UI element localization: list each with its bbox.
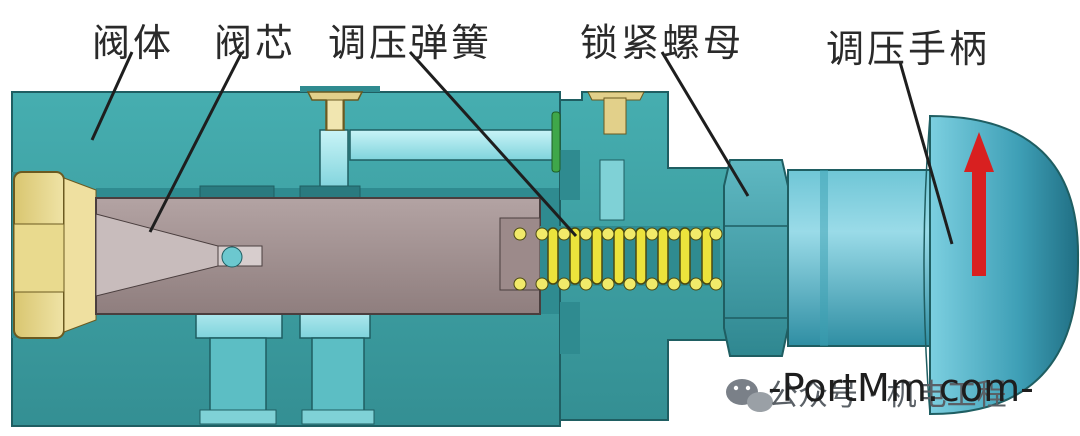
rotation-arrow-icon: [964, 132, 994, 276]
label-valve-core: 阀芯: [214, 21, 297, 65]
pressure-spring: [513, 226, 723, 291]
leader-pressure-handle: [898, 61, 954, 245]
label-pressure-handle: 调压手柄: [826, 27, 991, 71]
leader-lines: [90, 50, 954, 245]
pressure-handle: [787, 114, 1080, 416]
label-lock-nut: 锁紧螺母: [580, 21, 745, 65]
valve-core: [95, 197, 541, 315]
label-valve-body: 阀体: [92, 21, 175, 65]
wechat-icon: [726, 379, 773, 412]
watermark-text: 公众号 · 机电工程: [768, 378, 1007, 413]
watermark-overlay: -PortMm.com-: [768, 366, 1034, 410]
leader-lock-nut: [660, 51, 750, 197]
top-plug-left: [306, 91, 364, 131]
leader-valve-body: [90, 51, 134, 141]
lock-nut: [723, 159, 789, 357]
leader-valve-core: [148, 51, 244, 233]
inlet-fitting: [13, 171, 97, 339]
label-pressure-spring: 调压弹簧: [328, 21, 493, 65]
leader-pressure-spring: [408, 50, 578, 238]
